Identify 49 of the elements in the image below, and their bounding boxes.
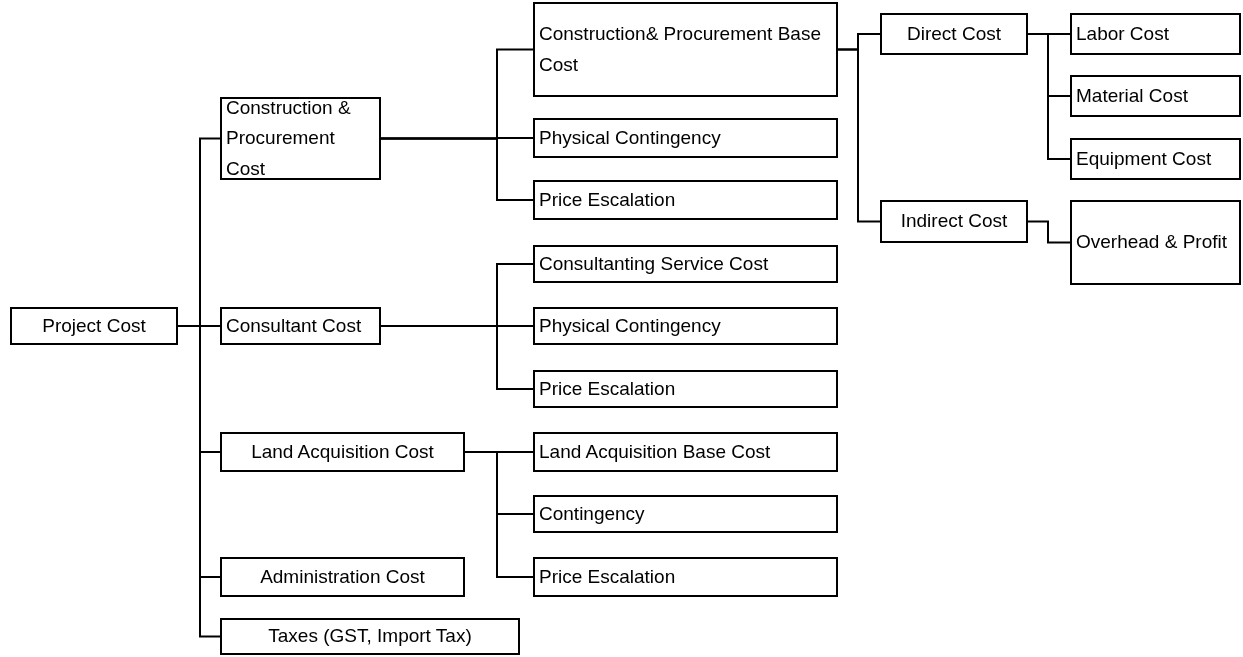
- box-label: Consultant Cost: [226, 313, 362, 338]
- box-label: Taxes (GST, Import Tax): [268, 624, 472, 649]
- box-label: Administration Cost: [260, 564, 425, 589]
- cost-box: [533, 370, 838, 408]
- box-label: Physical Contingency: [539, 125, 721, 150]
- box-label: Land Acquisition Cost: [251, 439, 434, 464]
- box-label: Contingency: [539, 501, 645, 526]
- cost-box: [880, 200, 1028, 243]
- cost-box: [220, 97, 381, 180]
- cost-box: [880, 13, 1028, 55]
- connector-line: [1027, 33, 1071, 160]
- cost-box: [533, 2, 838, 97]
- cost-box: [533, 180, 838, 220]
- cost-box: [220, 618, 520, 655]
- cost-box: [10, 307, 178, 345]
- box-label: Price Escalation: [539, 187, 676, 212]
- cost-box: [533, 307, 838, 345]
- box-label: Price Escalation: [539, 376, 676, 401]
- connector-line: [177, 325, 221, 638]
- box-label: Material Cost: [1076, 83, 1188, 108]
- connector-line: [464, 451, 534, 578]
- cost-box: [1070, 138, 1241, 180]
- cost-box: [533, 118, 838, 158]
- connector-line: [380, 325, 534, 390]
- cost-box: [533, 495, 838, 533]
- cost-box: [533, 432, 838, 472]
- box-label: Project Cost: [42, 313, 146, 338]
- box-label: Overhead & Profit: [1076, 230, 1228, 255]
- box-label: Labor Cost: [1076, 21, 1169, 46]
- cost-box: [533, 557, 838, 597]
- cost-box: [1070, 75, 1241, 117]
- cost-box: [533, 245, 838, 283]
- cost-box: [1070, 200, 1241, 285]
- cost-box: [220, 307, 381, 345]
- connector-line: [380, 137, 534, 201]
- connector-line: [1027, 220, 1071, 244]
- cost-box: [220, 432, 465, 472]
- box-label: Price Escalation: [539, 564, 676, 589]
- connector-line: [837, 48, 881, 223]
- box-label: Equipment Cost: [1076, 146, 1212, 171]
- box-label: Consultanting Service Cost: [539, 251, 769, 276]
- box-label: Physical Contingency: [539, 313, 721, 338]
- box-label: Direct Cost: [907, 21, 1001, 46]
- box-label: Construction& Procurement Base Cost: [539, 22, 822, 77]
- box-label: Indirect Cost: [900, 209, 1008, 234]
- box-label: Construction & Procurement Cost: [226, 95, 352, 181]
- cost-box: [220, 557, 465, 597]
- cost-box: [1070, 13, 1241, 55]
- box-label: Land Acquisition Base Cost: [539, 439, 771, 464]
